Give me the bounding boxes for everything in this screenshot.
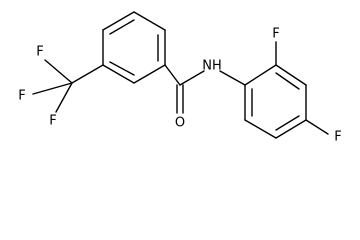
fluorine-label: F xyxy=(334,130,341,145)
double-bond-inner xyxy=(109,19,135,35)
double-bond-inner xyxy=(275,115,300,131)
bond xyxy=(102,11,135,31)
double-bond-inner xyxy=(109,61,135,76)
bond xyxy=(244,119,277,139)
fluorine-label: F xyxy=(18,89,25,104)
fluorine-label: F xyxy=(49,114,56,129)
double-bond-inner xyxy=(275,72,300,90)
bond xyxy=(275,119,307,139)
atom-labels: F F F O NH F F xyxy=(18,27,341,145)
bond xyxy=(275,64,307,86)
bond xyxy=(305,119,329,135)
bond xyxy=(71,64,104,84)
oxygen-label: O xyxy=(175,116,185,131)
bond xyxy=(55,82,73,113)
bonds xyxy=(32,11,329,139)
bond xyxy=(133,64,166,84)
bond xyxy=(102,64,135,84)
bond xyxy=(44,59,73,84)
bond xyxy=(179,70,205,86)
bond xyxy=(32,82,73,95)
bond xyxy=(244,64,277,86)
fluorine-label: F xyxy=(272,27,279,42)
fluorine-label: F xyxy=(36,45,43,60)
bond xyxy=(219,70,246,86)
bond xyxy=(164,64,181,86)
chemical-structure: F F F O NH F F xyxy=(18,11,342,145)
bond xyxy=(133,11,166,31)
amide-nh-label: NH xyxy=(202,59,222,74)
